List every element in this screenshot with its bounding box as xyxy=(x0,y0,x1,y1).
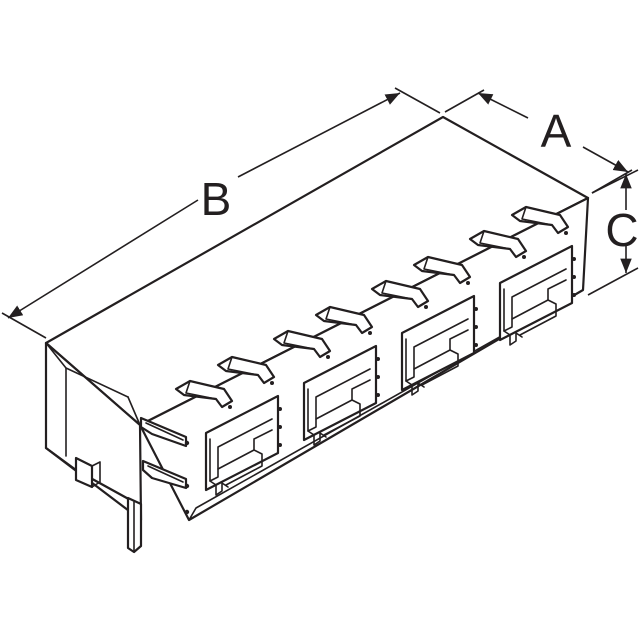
mounting-pins xyxy=(74,456,143,554)
port-contact-fingers xyxy=(503,330,523,346)
dimension-c xyxy=(587,169,639,296)
latch-tab xyxy=(510,205,570,235)
latch-tab-dot xyxy=(424,305,428,309)
latch-tab xyxy=(272,329,332,359)
latch-tab xyxy=(216,355,276,385)
port-key-slot xyxy=(253,429,273,451)
port-key-slot xyxy=(351,379,371,401)
dimension-a-line-top xyxy=(477,92,529,119)
latch-tab-fold xyxy=(283,330,315,350)
dimension-c-ext-top xyxy=(591,169,639,194)
latch-tab xyxy=(370,279,430,309)
port-pin-dot xyxy=(376,393,380,397)
port-pin-dot xyxy=(278,443,282,447)
port-key-slot xyxy=(547,279,567,301)
latch-tab-fold xyxy=(479,230,511,250)
mounting-pin-left-edge xyxy=(91,461,101,488)
led-dot-3 xyxy=(184,509,190,515)
dimension-c-label: C xyxy=(605,204,638,256)
latch-tab xyxy=(412,255,472,285)
port-inner-wall xyxy=(307,368,371,432)
port-inner-wall xyxy=(503,268,567,332)
dimension-b-label: B xyxy=(201,173,232,225)
latch-tab xyxy=(174,379,234,409)
latch-tab-fold xyxy=(423,256,455,276)
port-contact-block xyxy=(315,399,361,436)
port-pin-dot xyxy=(474,307,478,311)
latch-tab-dot xyxy=(522,255,526,259)
latch-tab-fold xyxy=(325,306,357,326)
led-window-top-inner xyxy=(145,422,184,441)
port-group xyxy=(174,205,576,496)
dimension-b-ext-right xyxy=(394,87,441,114)
latch-tab-dot xyxy=(326,355,330,359)
port-pin-dot xyxy=(376,375,380,379)
dimension-c-ext-bottom xyxy=(587,267,639,296)
left-face-step xyxy=(127,396,141,426)
dimension-a-label: A xyxy=(541,105,572,157)
dimension-b-line-right xyxy=(237,92,401,178)
led-window-bottom-inner xyxy=(147,465,184,483)
latch-tab xyxy=(468,229,528,259)
port-pin-dot xyxy=(572,257,576,261)
port-pin-dot xyxy=(278,425,282,429)
dimension-a-line-bottom xyxy=(582,146,629,173)
port-inner-wall xyxy=(405,318,469,382)
led-indicators xyxy=(139,416,190,515)
dimension-b xyxy=(1,87,441,339)
latch-tab-fold xyxy=(521,206,553,226)
port-pin-dot xyxy=(376,357,380,361)
dimension-b-line-left xyxy=(7,199,199,319)
latch-tab xyxy=(314,305,374,335)
port-contact-block xyxy=(511,299,557,336)
port-contact-fingers xyxy=(209,480,229,496)
port-pin-dot xyxy=(278,407,282,411)
latch-tab-dot xyxy=(466,281,470,285)
port-contact-block xyxy=(413,349,459,386)
port-pin-dot xyxy=(572,293,576,297)
latch-tab-fold xyxy=(381,280,413,300)
port-contact-fingers xyxy=(307,430,327,446)
latch-tab-dot xyxy=(270,381,274,385)
latch-tab-dot xyxy=(368,331,372,335)
port-pin-dot xyxy=(572,275,576,279)
latch-tab-dot xyxy=(564,231,568,235)
led-dot-1 xyxy=(184,440,190,446)
led-dot-2 xyxy=(184,483,190,489)
dimension-a-ext-top xyxy=(444,89,485,113)
port-key-slot xyxy=(449,329,469,351)
latch-tab-fold xyxy=(227,356,259,376)
latch-tab-dot xyxy=(228,405,232,409)
port-pin-dot xyxy=(474,325,478,329)
port-contact-block xyxy=(217,449,263,486)
latch-tab-fold xyxy=(185,380,217,400)
port-contact-fingers xyxy=(405,380,425,396)
port-pin-dot xyxy=(474,343,478,347)
port-inner-wall xyxy=(209,418,273,482)
